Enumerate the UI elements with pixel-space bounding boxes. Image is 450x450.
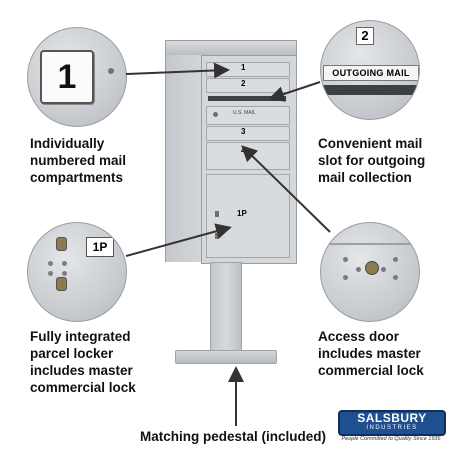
lock-icon [213, 112, 218, 117]
lock-icon [215, 233, 219, 239]
mailbox-roof [165, 40, 297, 56]
compartment-door: 3 [206, 126, 290, 141]
rivet-icon [393, 257, 398, 262]
parcel-locker-door: 1P [206, 174, 290, 258]
panel-edge [321, 243, 419, 245]
pedestal-post [210, 262, 242, 356]
mail-slot-opening [321, 85, 419, 95]
compartment-door: 1 [206, 62, 290, 77]
number-plate-digit: 1 [57, 58, 77, 96]
rivet-icon [108, 68, 114, 74]
slot-number-plate: 2 [356, 27, 374, 45]
parcel-locker-zoom: 1P [27, 222, 127, 322]
door-number: 1 [241, 63, 246, 72]
access-door-zoom [320, 222, 420, 322]
lock-icon [215, 211, 219, 217]
slot-label: OUTGOING MAIL [332, 68, 410, 78]
lock-icon [56, 277, 67, 291]
callout-parcel-locker: Fully integrated parcel locker includes … [30, 329, 136, 395]
mailbox-unit: 1 2 U.S. MAIL 3 4 1P [165, 40, 297, 264]
callout-pedestal: Matching pedestal (included) [140, 429, 327, 444]
compartment-door: 4 [206, 142, 290, 170]
lock-icon [56, 237, 67, 251]
door-number: 4 [241, 146, 246, 155]
lock-icon [365, 261, 379, 275]
rivet-icon [356, 267, 361, 272]
number-plate: 1 [40, 50, 94, 104]
rivet-icon [393, 275, 398, 280]
brand-name: SALSBURY [357, 411, 427, 425]
parcel-number: 1P [237, 209, 247, 218]
rivet-icon [62, 261, 67, 266]
rivet-icon [62, 271, 67, 276]
callout-access-door: Access door includes master commercial l… [318, 329, 424, 378]
callout-compartments: Individually numbered mail compartments [30, 136, 127, 185]
rivet-icon [343, 257, 348, 262]
door-number: 2 [241, 79, 246, 88]
brand-tagline: People Committed to Quality Since 1936 [341, 436, 441, 442]
access-door: U.S. MAIL [206, 106, 290, 125]
rivet-icon [343, 275, 348, 280]
compartment-door: 2 [206, 78, 290, 93]
slot-label-plate: OUTGOING MAIL [323, 65, 419, 81]
mailbox-front: 1 2 U.S. MAIL 3 4 1P [201, 55, 297, 264]
rivet-icon [48, 271, 53, 276]
parcel-label: 1P [92, 240, 108, 254]
door-number: 3 [241, 127, 246, 136]
mailbox-side [165, 55, 202, 262]
slot-number: 2 [361, 28, 369, 43]
parcel-label-plate: 1P [86, 237, 114, 257]
mail-slot-zoom: 2 OUTGOING MAIL [320, 20, 420, 120]
pedestal-base [175, 350, 277, 364]
outgoing-mail-slot [208, 96, 286, 101]
callout-mail-slot: Convenient mail slot for outgoing mail c… [318, 136, 426, 185]
rivet-icon [48, 261, 53, 266]
brand-subname: INDUSTRIES [366, 425, 418, 431]
number-plate-zoom: 1 [27, 27, 127, 127]
brand-logo: SALSBURY INDUSTRIES [338, 410, 446, 436]
rivet-icon [381, 267, 386, 272]
plate-text: U.S. MAIL [233, 110, 256, 116]
